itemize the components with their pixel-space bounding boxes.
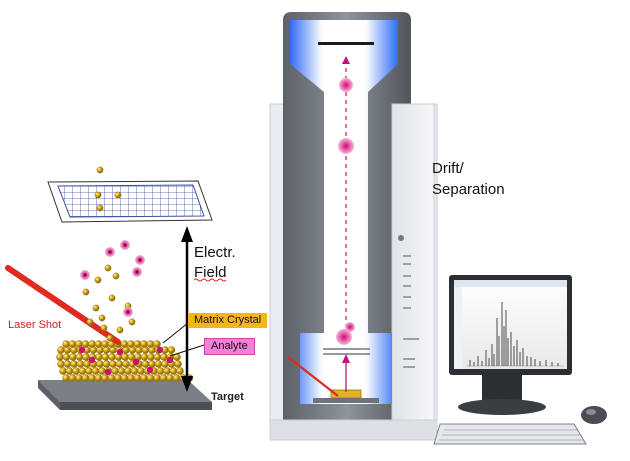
laser-shot-label: Laser Shot xyxy=(8,319,61,331)
ions-in-tube xyxy=(336,78,355,345)
electric-field-label: Electr. Field xyxy=(193,244,236,282)
drift-separation-label: Drift/ Separation xyxy=(432,160,505,198)
svg-text:Drift/: Drift/ xyxy=(432,160,464,177)
computer-monitor xyxy=(449,275,572,415)
analyte-label: Analyte xyxy=(204,338,255,355)
label-connectors xyxy=(162,322,205,357)
electric-field-arrow xyxy=(181,226,193,392)
extraction-grid xyxy=(47,180,213,223)
svg-text:Field: Field xyxy=(194,264,227,281)
target-label: Target xyxy=(211,391,244,403)
matrix-crystal-layer xyxy=(56,340,194,382)
mouse xyxy=(581,406,607,424)
flight-tube xyxy=(287,20,398,404)
svg-text:Electr.: Electr. xyxy=(194,244,236,261)
keyboard xyxy=(433,423,587,445)
detector-bar xyxy=(318,42,374,45)
target-plate xyxy=(38,380,212,410)
laser-beam xyxy=(5,265,121,345)
desorbed-particles xyxy=(80,166,145,342)
matrix-crystal-label: Matrix Crystal xyxy=(188,313,268,328)
svg-text:Separation: Separation xyxy=(432,181,505,198)
mass-spectrum-display xyxy=(466,302,564,367)
